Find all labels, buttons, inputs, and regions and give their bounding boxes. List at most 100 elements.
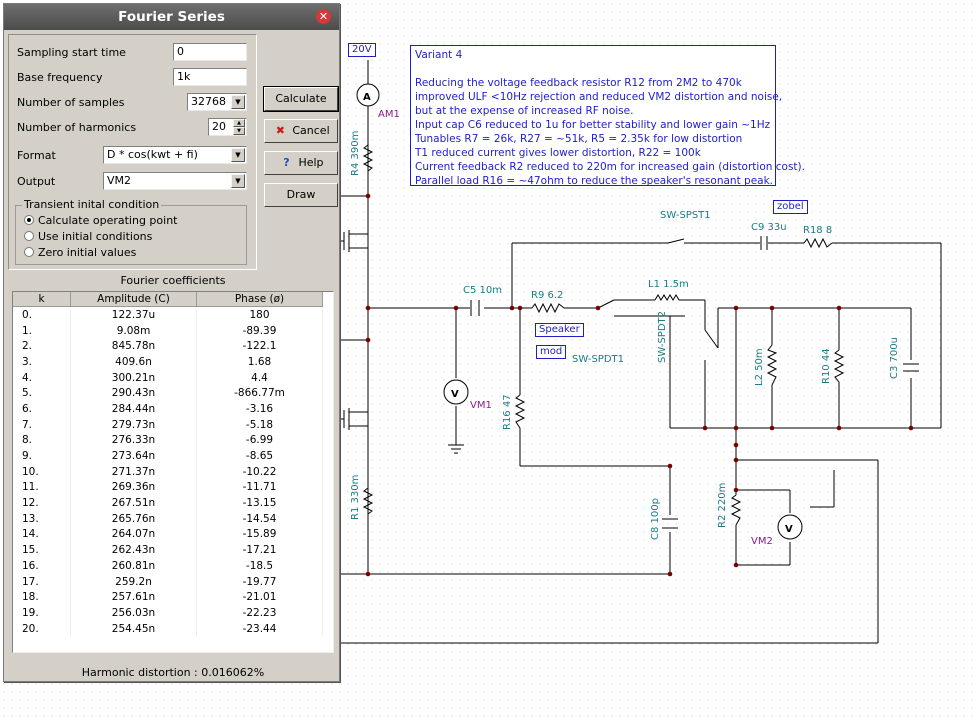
table-row[interactable]: 13.265.76n-14.54 <box>13 510 323 527</box>
table-row[interactable]: 9.273.64n-8.65 <box>13 448 323 464</box>
cell-phase: -15.89 <box>196 526 323 543</box>
table-row[interactable]: 19.256.03n-22.23 <box>13 605 323 621</box>
cell-k: 6. <box>13 401 71 417</box>
cell-amplitude: 254.45n <box>70 620 197 637</box>
cell-amplitude: 265.76n <box>70 510 197 527</box>
dialog-titlebar[interactable]: Fourier Series ✕ <box>4 4 339 30</box>
output-select[interactable]: VM2 ▼ <box>103 172 247 190</box>
table-row[interactable]: 14.264.07n-15.89 <box>13 526 323 543</box>
cell-phase: -89.39 <box>196 322 323 339</box>
table-row[interactable]: 2.845.78n-122.1 <box>13 338 323 355</box>
chevron-down-icon[interactable]: ▼ <box>231 174 245 188</box>
note-line: Tunables R7 = 26k, R27 = ~51k, R5 = 2.35… <box>415 133 743 145</box>
format-select[interactable]: D * cos(kwt + fi) ▼ <box>103 146 247 164</box>
table-row[interactable]: 12.267.51n-13.15 <box>13 495 323 511</box>
cell-amplitude: 259.2n <box>70 573 197 590</box>
table-row[interactable]: 10.271.37n-10.22 <box>13 463 323 480</box>
distortion-value: 0.016062% <box>201 666 265 679</box>
cancel-label: Cancel <box>292 124 330 137</box>
label-c3: C3 700u <box>889 337 900 379</box>
table-row[interactable]: 7.279.73n-5.18 <box>13 416 323 433</box>
table-row[interactable]: 15.262.43n-17.21 <box>13 542 323 558</box>
cell-amplitude: 262.43n <box>70 542 197 558</box>
sampling-start-label: Sampling start time <box>17 46 126 59</box>
svg-text:V: V <box>785 524 793 535</box>
cell-amplitude: 264.07n <box>70 526 197 543</box>
calculate-label: Calculate <box>275 92 327 105</box>
radio-icon[interactable] <box>24 231 34 241</box>
zobel-tag[interactable]: zobel <box>773 200 808 214</box>
num-harmonics-stepper[interactable]: 20 ▲▼ <box>208 118 247 136</box>
chevron-down-icon[interactable]: ▼ <box>231 95 245 109</box>
table-row[interactable]: 20.254.45n-23.44 <box>13 620 323 637</box>
table-row[interactable]: 8.276.33n-6.99 <box>13 432 323 449</box>
radio-selected-icon[interactable] <box>24 215 34 225</box>
svg-text:V: V <box>451 389 459 400</box>
supply-20v-label[interactable]: 20V <box>348 43 376 57</box>
note-line: Parallel load R16 = ~47ohm to reduce the… <box>415 175 774 187</box>
cancel-button[interactable]: ✖Cancel <box>264 119 338 143</box>
column-header-amplitude[interactable]: Amplitude (C) <box>70 292 197 307</box>
cell-phase: 1.68 <box>196 354 323 370</box>
cell-phase: -17.21 <box>196 542 323 558</box>
base-frequency-input[interactable]: 1k <box>173 68 247 86</box>
draw-button[interactable]: Draw <box>264 183 338 207</box>
table-row[interactable]: 6.284.44n-3.16 <box>13 401 323 417</box>
cell-k: 8. <box>13 432 71 449</box>
table-row[interactable]: 18.257.61n-21.01 <box>13 589 323 606</box>
base-frequency-label: Base frequency <box>17 71 103 84</box>
label-r2: R2 220m <box>717 483 728 528</box>
table-row[interactable]: 17.259.2n-19.77 <box>13 573 323 590</box>
speaker-tag[interactable]: Speaker <box>535 323 584 337</box>
calculate-button[interactable]: Calculate <box>263 86 339 112</box>
cell-amplitude: 260.81n <box>70 558 197 574</box>
label-r16: R16 47 <box>502 394 513 430</box>
radio-zero-initial-values[interactable]: Zero initial values <box>24 246 136 259</box>
cell-k: 3. <box>13 354 71 370</box>
spinner-arrows-icon[interactable]: ▲▼ <box>233 119 245 135</box>
cell-amplitude: 9.08m <box>70 322 197 339</box>
cell-k: 0. <box>13 306 71 323</box>
cell-k: 9. <box>13 448 71 464</box>
cell-phase: -18.5 <box>196 558 323 574</box>
radio-calculate-operating-point[interactable]: Calculate operating point <box>24 214 178 227</box>
mod-tag[interactable]: mod <box>536 345 567 359</box>
num-harmonics-value: 20 <box>212 120 226 133</box>
voltmeter-vm1[interactable]: V <box>443 379 469 405</box>
cell-amplitude: 300.21n <box>70 369 197 386</box>
voltmeter-vm2[interactable]: V <box>777 514 803 540</box>
variant-note[interactable]: Variant 4 Reducing the voltage feedback … <box>410 45 805 187</box>
cell-phase: -22.23 <box>196 605 323 621</box>
column-header-phase[interactable]: Phase (ø) <box>196 292 323 307</box>
label-vm1: VM1 <box>470 400 492 411</box>
fourier-series-dialog: Fourier Series ✕ Sampling start time 0 B… <box>3 3 340 682</box>
table-row[interactable]: 1.9.08m-89.39 <box>13 322 323 339</box>
cell-amplitude: 267.51n <box>70 495 197 511</box>
distortion-label: Harmonic distortion : <box>81 666 198 679</box>
cell-amplitude: 409.6n <box>70 354 197 370</box>
ammeter-am1[interactable]: A <box>356 83 380 107</box>
close-icon[interactable]: ✕ <box>316 9 331 24</box>
cell-amplitude: 284.44n <box>70 401 197 417</box>
table-row[interactable]: 5.290.43n-866.77m <box>13 385 323 402</box>
radio-use-initial-conditions[interactable]: Use initial conditions <box>24 230 152 243</box>
cell-phase: -122.1 <box>196 338 323 355</box>
sampling-start-input[interactable]: 0 <box>173 43 247 61</box>
radio-label: Zero initial values <box>38 246 137 259</box>
label-c5: C5 10m <box>463 285 502 296</box>
table-row[interactable]: 16.260.81n-18.5 <box>13 558 323 574</box>
num-samples-select[interactable]: 32768 ▼ <box>187 93 247 111</box>
column-header-k[interactable]: k <box>13 292 71 307</box>
help-button[interactable]: ?Help <box>264 151 338 175</box>
table-row[interactable]: 11.269.36n-11.71 <box>13 479 323 496</box>
cell-amplitude: 271.37n <box>70 463 197 480</box>
chevron-down-icon[interactable]: ▼ <box>231 148 245 162</box>
output-value: VM2 <box>107 174 132 187</box>
radio-icon[interactable] <box>24 247 34 257</box>
cell-k: 18. <box>13 589 71 606</box>
